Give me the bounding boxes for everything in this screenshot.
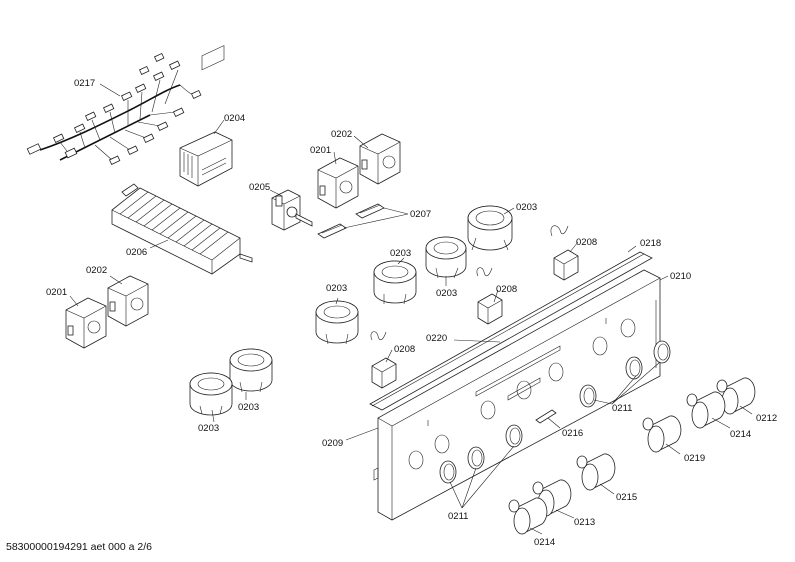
label-0219: 0219 [684, 453, 705, 464]
label-0216: 0216 [562, 428, 583, 439]
housing-0203-d [315, 300, 359, 345]
label-0211-right: 0211 [612, 403, 632, 414]
label-0212: 0212 [756, 413, 777, 424]
label-0214-bottom: 0214 [534, 537, 555, 548]
terminal-block-0206 [111, 183, 253, 275]
part-labels: 0217 0204 0202 0201 0205 0207 0206 0203 … [46, 78, 777, 548]
knob-0214-right [686, 391, 726, 429]
part-0216 [535, 409, 557, 424]
label-0205: 0205 [249, 182, 270, 193]
switch-0201-left [65, 297, 107, 349]
knob-0215 [576, 453, 616, 491]
label-0208-a: 0208 [576, 237, 597, 248]
knob-0212 [716, 377, 756, 415]
knob-0214-bottom [508, 497, 548, 535]
label-0215: 0215 [616, 492, 637, 503]
label-0203-b: 0203 [390, 248, 411, 259]
sensor-0205 [271, 189, 313, 231]
label-0203-e: 0203 [238, 402, 259, 413]
housing-0203-e [229, 348, 273, 393]
housing-0203-a [467, 205, 513, 251]
switch-0202-left [107, 275, 149, 327]
control-panel-0209-0210 [373, 269, 661, 521]
label-0208-c: 0208 [394, 344, 415, 355]
label-0211-bottom: 0211 [448, 511, 468, 522]
sensor-0208-b [476, 267, 503, 325]
label-0217: 0217 [74, 78, 95, 89]
switch-0202-top [359, 133, 401, 185]
label-0214-right: 0214 [730, 429, 751, 440]
switch-0201-top [317, 157, 359, 209]
label-0202-top: 0202 [331, 129, 352, 140]
rings-0211 [439, 340, 671, 484]
label-0210: 0210 [670, 271, 691, 282]
label-0203-d: 0203 [326, 283, 347, 294]
label-0202-left: 0202 [86, 265, 107, 276]
control-module-0204 [179, 45, 233, 187]
sensor-0208-a [550, 225, 579, 281]
label-0218: 0218 [640, 238, 661, 249]
label-0209: 0209 [322, 438, 343, 449]
label-0204: 0204 [224, 113, 245, 124]
housing-0203-c [373, 260, 417, 305]
label-0208-b: 0208 [496, 284, 517, 295]
badge-0207 [317, 203, 385, 239]
housing-0203-f [189, 372, 233, 416]
label-0201-left: 0201 [46, 287, 67, 298]
knob-0213 [532, 479, 572, 517]
knob-0219 [642, 415, 682, 453]
label-0206: 0206 [126, 247, 147, 258]
wiring-harness-0217 [26, 52, 202, 165]
sensor-0208-c [370, 331, 397, 389]
housing-0203-b [425, 236, 467, 279]
label-0207: 0207 [410, 209, 431, 220]
label-0201-top: 0201 [310, 145, 331, 156]
label-0203-c: 0203 [436, 288, 457, 299]
label-0213: 0213 [574, 517, 595, 528]
strip-0218 [369, 251, 653, 411]
leader-lines [69, 83, 753, 535]
document-footer: 58300000194291 aet 000 a 2/6 [6, 541, 152, 553]
label-0220: 0220 [426, 333, 447, 344]
label-0203-f: 0203 [198, 423, 219, 434]
label-0203-a: 0203 [516, 202, 537, 213]
